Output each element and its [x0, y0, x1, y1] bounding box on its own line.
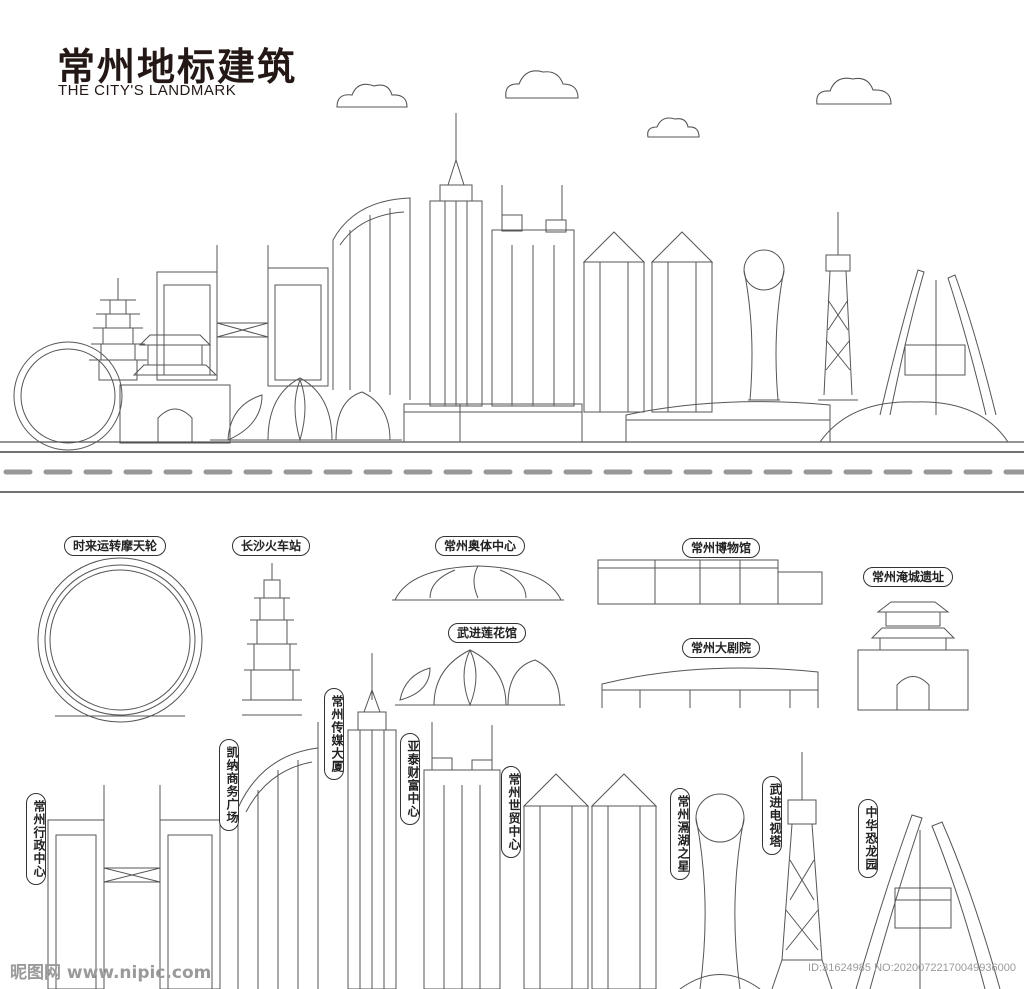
label-ferris-wheel: 时来运转摩天轮	[64, 536, 167, 556]
media-tower-drawing	[347, 653, 397, 989]
label-media-tower: 常州传媒大厦	[324, 688, 344, 780]
kaina-plaza-drawing	[237, 722, 319, 989]
top-museum	[403, 403, 583, 443]
label-yatai-center: 亚泰财富中心	[400, 733, 420, 825]
clouds	[336, 70, 892, 138]
top-skyline	[0, 113, 1024, 451]
label-kaina-plaza: 凯纳商务广场	[219, 739, 239, 831]
label-museum: 常州博物馆	[682, 538, 761, 558]
label-ancient-city-ruins: 常州淹城遗址	[863, 567, 954, 587]
label-yanhu-star: 常州滆湖之星	[670, 788, 690, 880]
top-dinosaur-park	[819, 269, 1009, 443]
road	[0, 451, 1024, 493]
ancient-city-ruins-drawing	[857, 601, 969, 711]
cloud	[336, 83, 408, 108]
label-grand-theatre: 常州大剧院	[682, 638, 761, 658]
top-grand-theatre	[625, 401, 831, 442]
top-lotus-pavilion	[210, 377, 402, 442]
watermark-logo-text: 昵图网 www.nipic.com	[10, 963, 212, 983]
watermark-id: ID:31624985 NO:20200722170049936000	[808, 962, 1016, 974]
top-ancient-gate	[119, 334, 231, 444]
top-yanhu-star	[743, 249, 785, 401]
label-railway-station: 长沙火车站	[232, 536, 311, 556]
top-tv-tower	[818, 212, 858, 401]
railway-pagoda-drawing	[242, 563, 302, 716]
page-title: 常州地标建筑	[57, 45, 298, 89]
page-subtitle: THE CITY'S LANDMARK	[58, 82, 237, 99]
cloud	[647, 117, 700, 138]
government-center-drawing	[47, 785, 221, 989]
yanhu-star-drawing	[679, 793, 761, 989]
label-dinosaur-park: 中华恐龙园	[858, 799, 878, 878]
top-ferris-wheel	[13, 341, 123, 451]
label-government-center: 常州行政中心	[26, 793, 46, 885]
bottom-landmarks	[37, 557, 1001, 989]
label-lotus-pavilion: 武进莲花馆	[448, 623, 527, 643]
museum-drawing	[597, 559, 823, 605]
cloud	[816, 77, 892, 105]
top-government-towers	[156, 245, 329, 387]
ferris-wheel-drawing	[37, 557, 203, 723]
cloud	[505, 70, 579, 99]
twin-crystal-towers-drawing	[522, 773, 658, 989]
top-twin-crystal-towers	[582, 231, 714, 413]
tv-tower-drawing	[771, 752, 833, 989]
top-pagoda	[89, 278, 147, 381]
world-trade-center-drawing	[423, 722, 501, 989]
top-media-tower	[429, 113, 483, 407]
label-olympic-center: 常州奥体中心	[435, 536, 526, 556]
top-kaina-plaza	[332, 197, 411, 400]
label-world-trade-center: 常州世贸中心	[501, 766, 521, 858]
lotus-pavilion-drawing	[395, 648, 565, 707]
grand-theatre-drawing	[601, 667, 819, 708]
label-tv-tower: 武进电视塔	[762, 776, 782, 855]
dinosaur-park-drawing	[855, 814, 1001, 989]
top-world-trade-center	[491, 185, 575, 407]
olympic-center-drawing	[392, 565, 564, 601]
